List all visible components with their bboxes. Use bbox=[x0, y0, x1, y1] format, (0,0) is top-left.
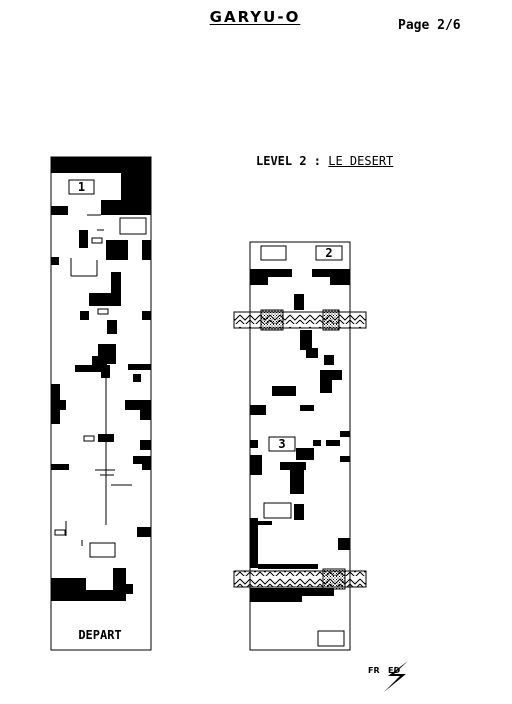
marker-1-box bbox=[68, 179, 95, 195]
level-name: LE DESERT bbox=[328, 154, 394, 168]
marker-3-label: 3 bbox=[278, 437, 285, 451]
left-map: 1 DEPART bbox=[50, 156, 152, 651]
marker-2-label: 2 bbox=[325, 246, 332, 260]
marker-1-label: 1 bbox=[78, 180, 85, 194]
left-map-items bbox=[54, 179, 147, 558]
left-map-thin-lines bbox=[65, 214, 132, 546]
level-prefix: LEVEL 2 : bbox=[256, 154, 329, 168]
marker-2-box bbox=[315, 245, 343, 261]
level-heading: LEVEL 2 : LE DESERT bbox=[256, 154, 393, 168]
right-map-items bbox=[260, 245, 345, 647]
artist-signature: FR ED bbox=[368, 666, 401, 675]
marker-3-box bbox=[268, 436, 296, 452]
river-crossing-upper bbox=[233, 309, 367, 331]
page-number: Page 2/6 bbox=[398, 18, 461, 33]
river-crossing-lower bbox=[233, 568, 367, 590]
right-map: 2 3 bbox=[233, 241, 367, 651]
game-title: GARYU-O bbox=[209, 8, 301, 26]
right-map-walls bbox=[250, 269, 350, 602]
start-label: DEPART bbox=[78, 628, 121, 642]
